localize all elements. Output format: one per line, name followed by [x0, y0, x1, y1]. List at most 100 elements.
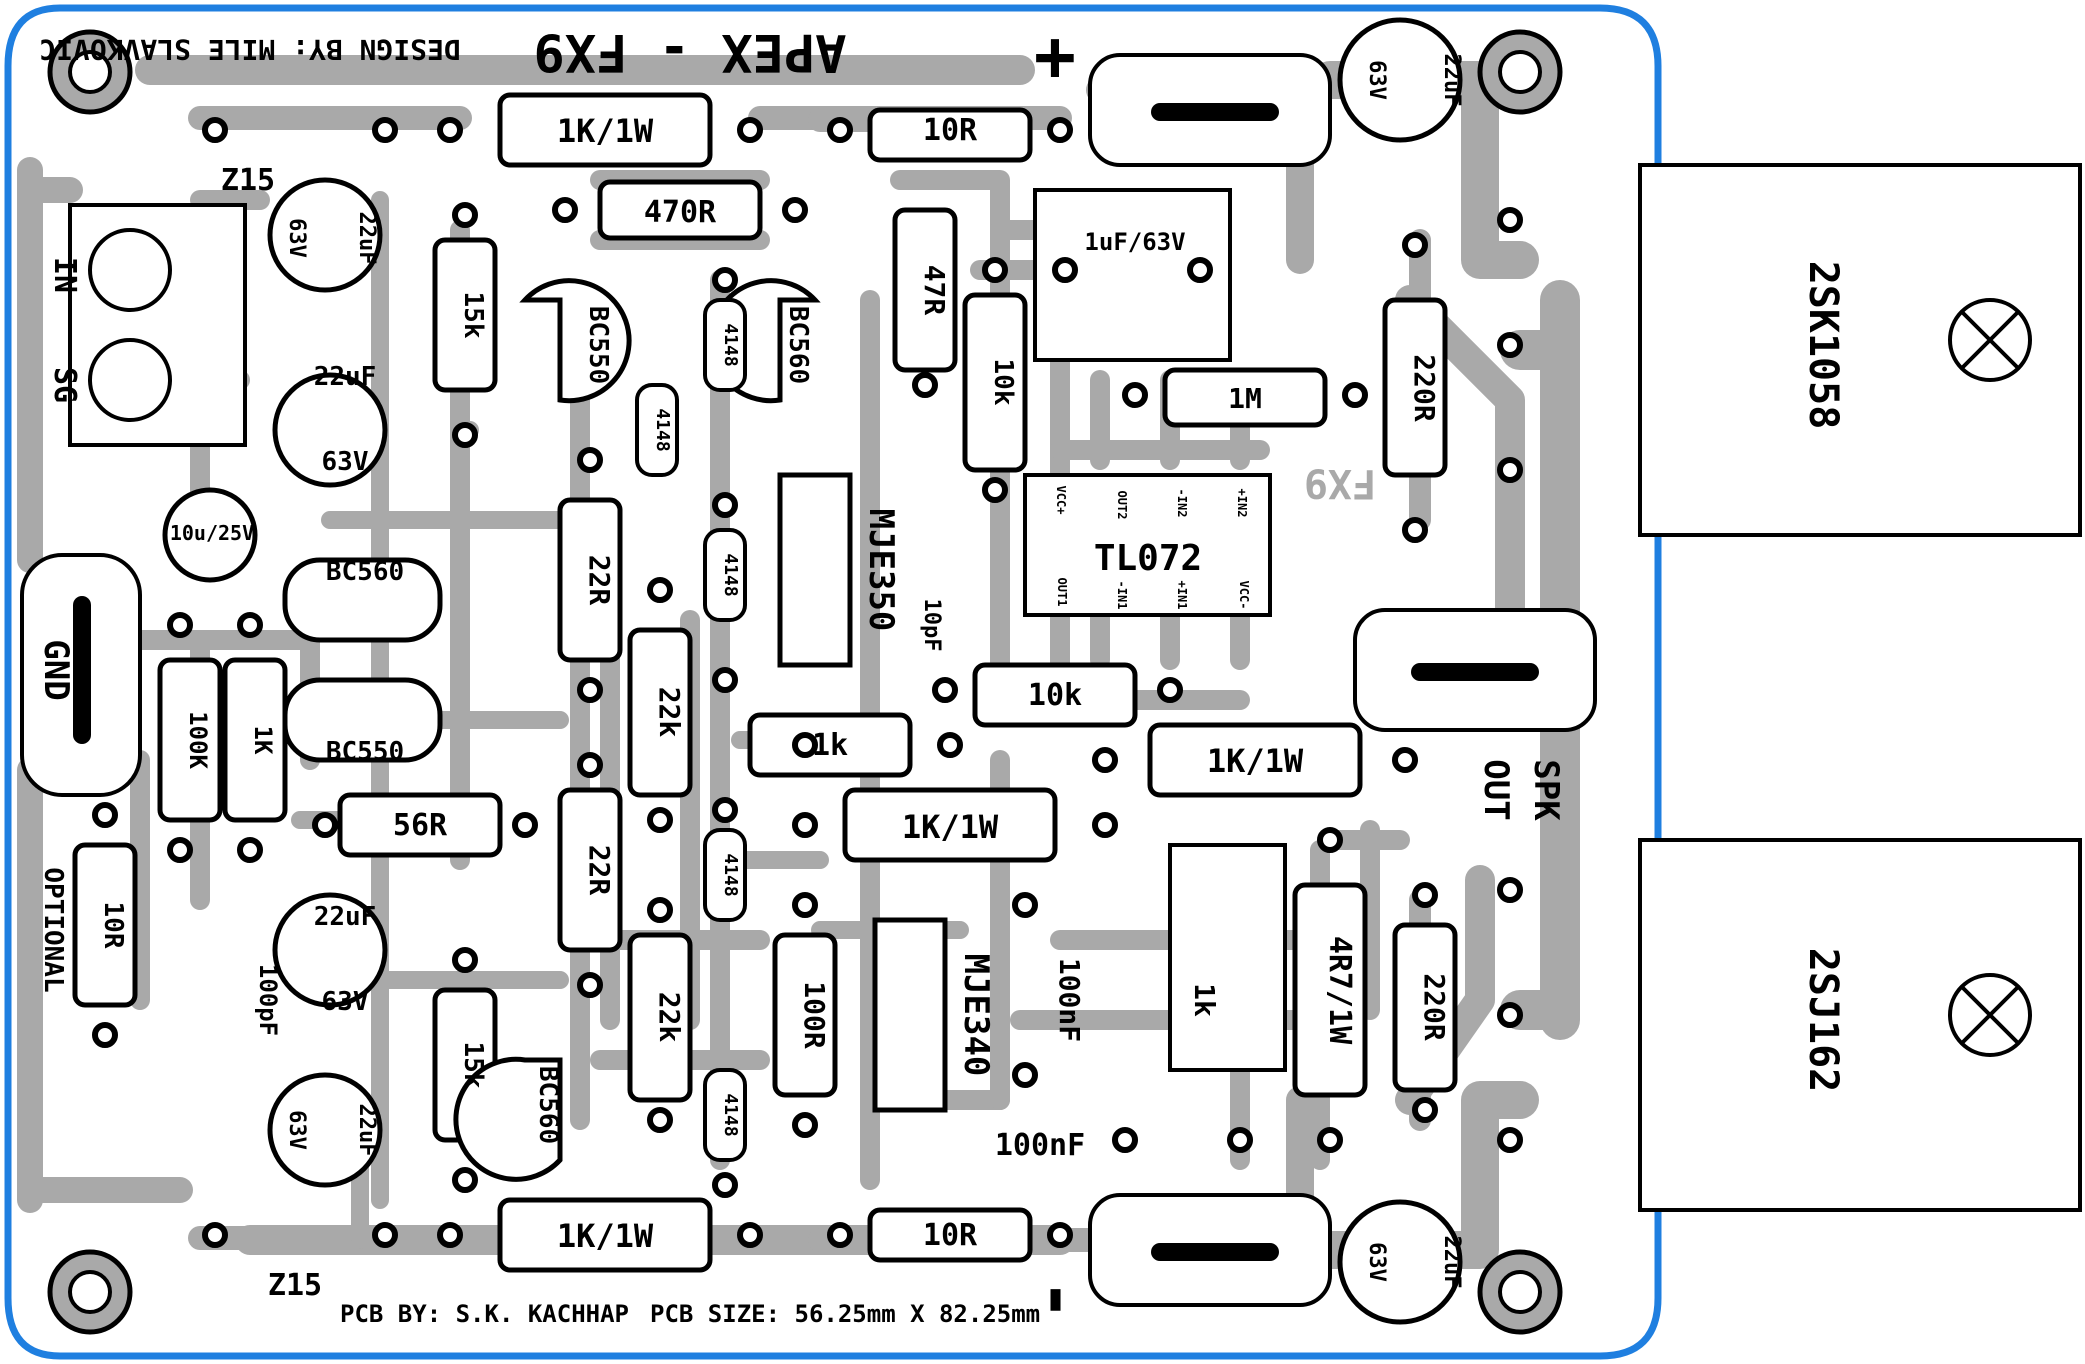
r-22k-top: 22k	[653, 687, 686, 738]
label-in: IN	[47, 257, 82, 293]
connector-labels: IN SG GND OPTIONAL SPK OUT FX9	[36, 257, 1566, 993]
c-22uf-left-mid-voltage: 63V	[322, 447, 369, 477]
q-bc550-top: BC550	[583, 306, 613, 384]
electrolytic-capacitors	[162, 17, 1463, 1325]
diode-5: 4148	[720, 1093, 741, 1136]
r-15k-top: 15k	[458, 292, 488, 339]
resistor-bodies	[72, 92, 1458, 1273]
ic-pin-in1-minus: -IN1	[1115, 581, 1129, 610]
ic-pin-out2: OUT2	[1115, 491, 1129, 520]
r-10k-v: 10k	[988, 359, 1018, 406]
q-bc560-bottom: BC560	[533, 1066, 563, 1144]
zener-top-label: Z15	[221, 163, 275, 198]
r-1k1w-mid-right: 1K/1W	[1207, 742, 1304, 780]
r-56r: 56R	[393, 808, 448, 843]
c-22uf-bottom-a-voltage: 63V	[322, 987, 369, 1017]
c-10uf: 10u/25V	[170, 521, 254, 545]
c-22uf-top-right-voltage: 63V	[1364, 60, 1389, 100]
trimmer: 1k	[1188, 983, 1221, 1017]
q-mje350: MJE350	[861, 509, 901, 632]
zener-labels: Z15 Z15	[221, 163, 322, 1303]
label-spk: SPK	[1526, 759, 1566, 821]
minus-label: -	[1018, 1279, 1100, 1321]
ic-pin-in2-plus: +IN2	[1235, 489, 1249, 518]
diode-3: 4148	[720, 553, 741, 596]
c-100nf-h: 100nF	[995, 1128, 1085, 1163]
plus-label: +	[1034, 15, 1076, 97]
mosfet-n-label: 2SK1058	[1800, 261, 1846, 430]
r-1k-v: 1K	[249, 726, 277, 755]
ic-labels: TL072 VCC+ OUT2 -IN2 +IN2 OUT1 -IN1 +IN1…	[1054, 486, 1251, 610]
capacitor-labels: 22uF 63V 22uF 63V 22uF 63V 10u/25V 22uF …	[170, 54, 1464, 1289]
c-10pf: 10pF	[919, 599, 944, 652]
r-22k-bottom: 22k	[653, 992, 686, 1043]
ic-pin-in2-minus: -IN2	[1175, 489, 1189, 518]
trimmer-label: 1k	[1188, 983, 1221, 1017]
resistor-labels: 1K/1W 10R 470R 47R 15k 10k 1M 220R 22R 2…	[98, 112, 1451, 1255]
mosfet-p-label: 2SJ162	[1800, 948, 1846, 1093]
c-22uf-bottom-a-value: 22uF	[314, 902, 377, 932]
r-10r-top: 10R	[923, 113, 978, 148]
c-100pf: 100pF	[254, 964, 282, 1036]
r-1k1w-mid: 1K/1W	[902, 808, 999, 846]
r-10k-h: 10k	[1028, 678, 1082, 713]
pcb-by-text: PCB BY: S.K. KACHHAP	[340, 1300, 629, 1328]
fx9-mark: FX9	[1304, 460, 1376, 506]
diode-2: 4148	[652, 408, 673, 451]
c-22uf-top-right-value: 22uF	[1439, 54, 1464, 107]
r-100k: 100K	[184, 711, 212, 769]
label-gnd: GND	[36, 639, 76, 700]
header-labels: APEX - FX9 DESIGN BY: MILE SLAVKOVIC + -	[39, 15, 1100, 1321]
q-mje340: MJE340	[956, 954, 996, 1077]
c-1uf: 1uF/63V	[1084, 228, 1185, 256]
signal-diodes	[635, 298, 747, 1162]
footer-labels: PCB BY: S.K. KACHHAP PCB SIZE: 56.25mm X…	[340, 1300, 1040, 1328]
r-22r-bottom: 22R	[583, 845, 616, 896]
ic-pin-out1: OUT1	[1055, 578, 1069, 607]
diode-4: 4148	[720, 853, 741, 896]
header-title: APEX - FX9	[533, 22, 846, 82]
c-22uf-bottom-right-voltage: 63V	[1364, 1242, 1389, 1282]
r-470r: 470R	[644, 195, 717, 230]
transistor-labels: BC550 BC560 BC560 BC550 BC560 MJE350 MJE…	[326, 261, 1846, 1144]
pcb-size-text: PCB SIZE: 56.25mm X 82.25mm	[650, 1300, 1040, 1328]
label-out: OUT	[1476, 759, 1516, 820]
r-1k1w-top: 1K/1W	[557, 112, 654, 150]
ic-pin-vcc-plus: VCC+	[1054, 486, 1068, 515]
transistor-outlines	[282, 278, 948, 1182]
c-22uf-top-left-voltage: 63V	[284, 218, 309, 258]
label-optional: OPTIONAL	[38, 867, 68, 992]
r-1k-h: 1k	[812, 728, 848, 763]
r-22r-top: 22R	[583, 555, 616, 606]
c-22uf-bottom-b-value: 22uF	[354, 1104, 379, 1157]
r-10r-optional: 10R	[98, 902, 128, 949]
r-220r-top: 220R	[1408, 354, 1441, 422]
c-22uf-bottom-right-value: 22uF	[1439, 1236, 1464, 1289]
header-designer: DESIGN BY: MILE SLAVKOVIC	[39, 33, 460, 66]
mosfet-screw-icons	[1948, 298, 2032, 1057]
r-47r: 47R	[918, 265, 951, 316]
label-sg: SG	[47, 367, 82, 403]
pad-dots	[92, 117, 1523, 1248]
c-22uf-bottom-b-voltage: 63V	[284, 1110, 309, 1150]
ic-pin-vcc-minus: VCC-	[1237, 581, 1251, 610]
r-15k-bottom: 15k	[458, 1042, 488, 1089]
diode-labels: 4148 4148 4148 4148 4148	[652, 323, 741, 1136]
mount-hole-centers	[68, 50, 1542, 1314]
r-220r-bottom: 220R	[1418, 973, 1451, 1041]
r-4r7: 4R7/1W	[1322, 936, 1357, 1045]
r-100r: 100R	[798, 981, 831, 1049]
jumper-bars	[73, 103, 1539, 1261]
ic-pin-in1-plus: +IN1	[1175, 581, 1189, 610]
diode-1: 4148	[720, 323, 741, 366]
r-1m: 1M	[1228, 382, 1262, 415]
r-10r-bottom: 10R	[923, 1218, 978, 1253]
q-bc550-mid: BC550	[326, 737, 404, 767]
q-bc560-top: BC560	[783, 306, 813, 384]
zener-bottom-label: Z15	[268, 1268, 322, 1303]
q-bc560-mid: BC560	[326, 557, 404, 587]
ic-name: TL072	[1094, 538, 1202, 579]
component-outlines	[20, 53, 2082, 1307]
r-1k1w-bottom: 1K/1W	[557, 1217, 654, 1255]
